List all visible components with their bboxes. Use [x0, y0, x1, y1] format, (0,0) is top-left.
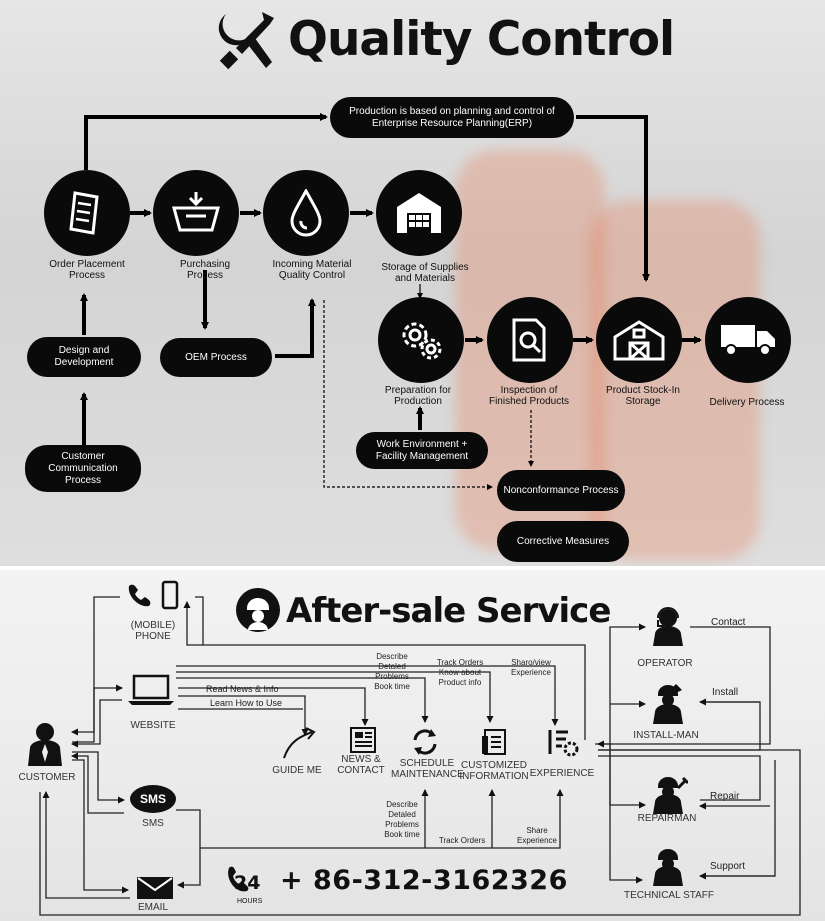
install-man-label: INSTALL-MAN [633, 730, 699, 741]
laptop-icon [128, 674, 174, 705]
step-label: Product Stock-In Storage [606, 385, 680, 407]
corrective-measures-box: Corrective Measures [497, 521, 629, 562]
email-label: EMAIL [137, 902, 169, 913]
repairman-icon [653, 776, 688, 814]
hotline-hours: HOURS [237, 898, 263, 905]
info-document-icon [482, 729, 506, 755]
inspection-node [487, 297, 573, 383]
gears-icon [402, 322, 442, 360]
incoming-qc-node [263, 170, 349, 256]
step-label: Delivery Process [709, 397, 785, 408]
inspection-icon [512, 318, 546, 362]
worker-helmet-icon [236, 588, 280, 632]
step-label: Incoming Material Quality Control [272, 259, 352, 281]
install-edge-label: Install [712, 687, 739, 698]
refresh-icon [413, 729, 437, 755]
sms-label: SMS [142, 818, 164, 829]
nonconformance-box: Nonconformance Process [497, 470, 625, 511]
preparation-node [378, 297, 464, 383]
website-label: WEBSITE [130, 720, 176, 731]
guide-label: GUIDE ME [272, 765, 322, 776]
drop-icon [290, 189, 322, 237]
technical-staff-label: TECHNICAL STAFF [623, 890, 715, 901]
describe-note-bottom: Describe Detaled Problems Book time [384, 800, 420, 839]
operator-headset-icon [653, 607, 683, 646]
phone-icon [128, 580, 179, 610]
section-divider [0, 566, 825, 570]
qc-title: Quality Control [288, 12, 675, 67]
share-note-top: Sharo/view Experience [510, 658, 552, 677]
wrench-screwdriver-icon [218, 12, 274, 70]
guide-arrow-icon [283, 727, 316, 759]
erp-box: Production is based on planning and cont… [330, 97, 574, 138]
purchasing-node [153, 170, 239, 256]
delivery-node [705, 297, 791, 383]
customized-info-label: CUSTOMIZED INFORMATION [459, 760, 529, 782]
sms-icon: SMS [130, 785, 176, 813]
work-environment-box: Work Environment + Facility Management [356, 432, 488, 469]
order-placement-node [44, 170, 130, 256]
describe-note-top: Describe Detaled Problems Book time [374, 652, 410, 691]
qc-flow-lines [80, 113, 702, 490]
install-man-icon [653, 684, 683, 724]
experience-label: EXPERIENCE [529, 768, 595, 779]
customer-label: CUSTOMER [18, 772, 76, 783]
step-label: Inspection of Finished Products [488, 385, 570, 407]
customer-icon [28, 723, 62, 766]
document-icon [69, 191, 99, 235]
after-sale-background [0, 570, 825, 921]
contact-edge-label: Contact [711, 617, 746, 628]
storage-node [376, 170, 462, 256]
truck-icon [721, 325, 775, 356]
phone-label: (MOBILE) PHONE [130, 620, 176, 642]
news-contact-label: NEWS & CONTACT [337, 754, 385, 776]
hotline-24: 24 [234, 872, 261, 894]
hotline-phone-icon [228, 866, 249, 892]
track-note-top: Track Orders Know about Product info [436, 658, 484, 687]
repairman-label: REPAIRMAN [637, 813, 697, 824]
settings-list-icon [548, 730, 579, 757]
operator-label: OPERATOR [637, 658, 693, 669]
step-label: Preparation for Production [384, 385, 452, 407]
warehouse-icon [397, 193, 441, 233]
oem-process-box: OEM Process [160, 338, 272, 377]
support-edge-label: Support [710, 861, 746, 872]
track-note-bottom: Track Orders [438, 836, 486, 845]
share-note-bottom: Share Experience [516, 826, 558, 845]
email-icon [137, 877, 173, 899]
read-news-note: Read News & Info [206, 684, 279, 694]
design-development-box: Design and Development [27, 337, 141, 377]
technical-staff-icon [653, 849, 683, 886]
after-sale-title: After-sale Service [286, 591, 611, 631]
repair-edge-label: Repair [710, 791, 740, 802]
customer-communication-box: Customer Communication Process [25, 445, 141, 492]
schedule-label: SCHEDULE MAINTENANCE [391, 758, 464, 780]
step-label: Storage of Supplies and Materials [381, 262, 469, 284]
step-label: Purchasing Process [179, 259, 231, 281]
step-label: Order Placement Process [49, 259, 125, 281]
hotline-number: + 86-312-3162326 [280, 865, 568, 896]
basket-icon [172, 192, 220, 232]
stock-in-node [596, 297, 682, 383]
newspaper-icon [350, 727, 376, 753]
learn-note: Learn How to Use [210, 698, 283, 708]
barn-icon [613, 320, 665, 361]
